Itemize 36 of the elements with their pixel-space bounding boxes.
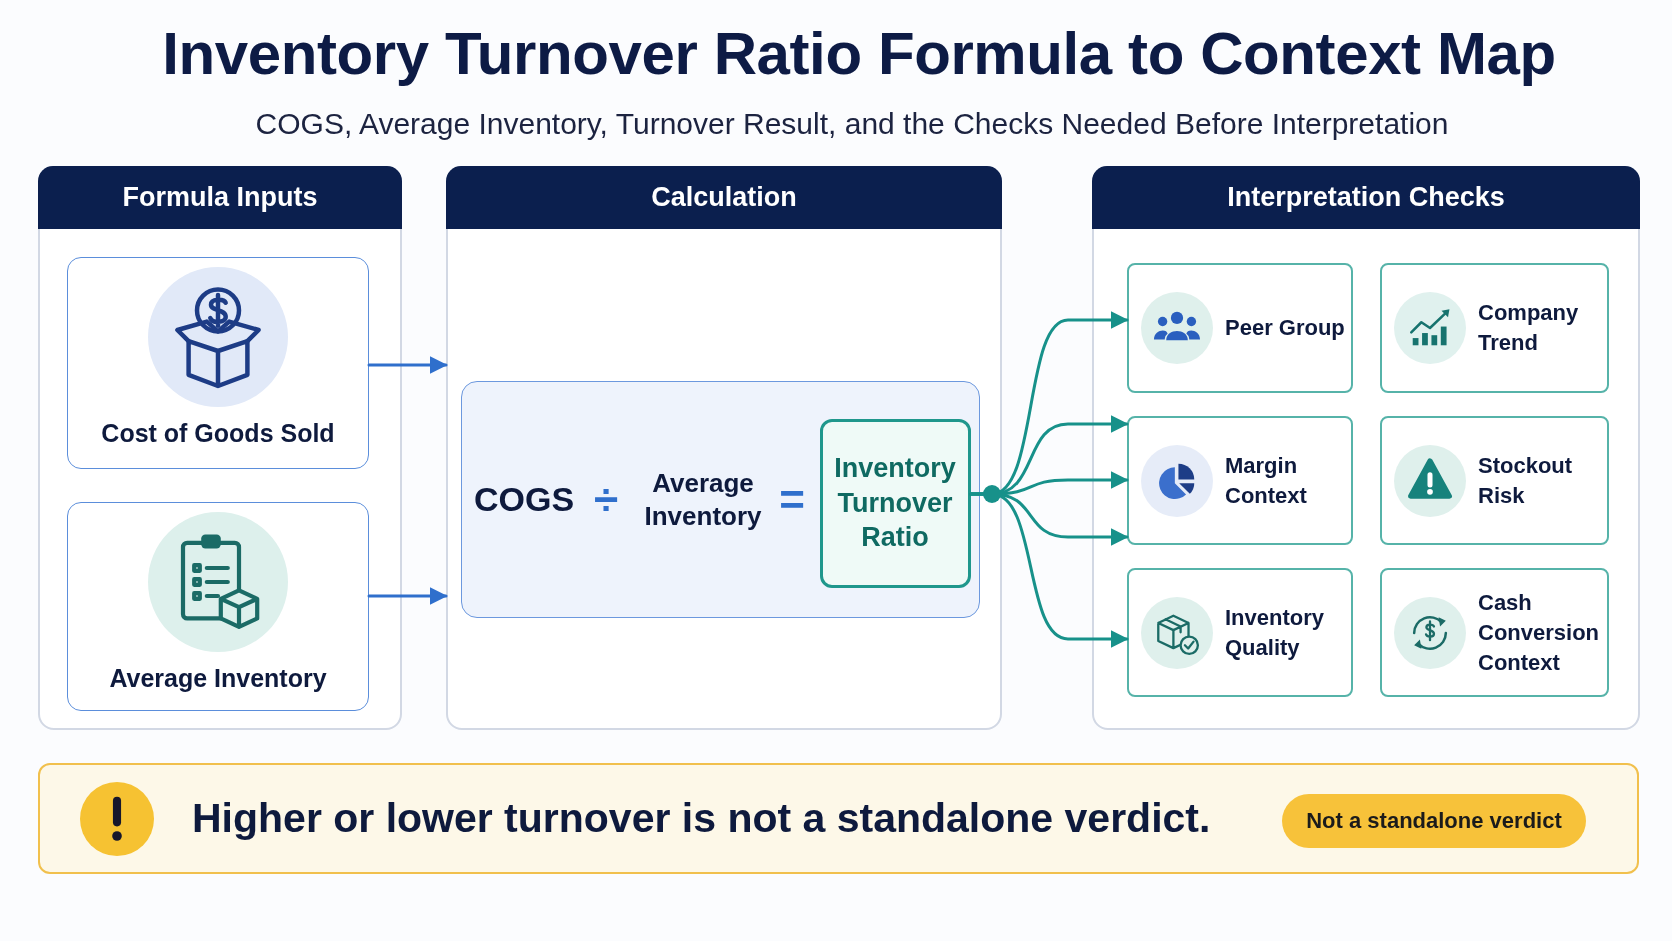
verdict-pill: Not a standalone verdict: [1282, 794, 1586, 848]
formula-term: Average Inventory: [643, 467, 763, 532]
panel: [38, 166, 402, 730]
arrow: [367, 356, 448, 374]
check-card: [1127, 416, 1353, 545]
check-card: [1380, 416, 1609, 545]
card-label: Cost of Goods Sold: [101, 418, 335, 449]
title: Inventory Turnover Ratio Formula to Context Map: [162, 19, 1556, 89]
card-label: Stockout Risk: [1478, 451, 1574, 510]
operator-symbol: =: [778, 477, 806, 522]
card-label: Peer Group: [1225, 314, 1346, 342]
card-label: Cash Conversion Context: [1478, 588, 1601, 677]
panel-header: Formula Inputs: [38, 166, 402, 229]
card-label: Company Trend: [1478, 299, 1580, 357]
card-label: Margin Context: [1225, 451, 1308, 510]
panel: [446, 166, 1002, 730]
warning-banner: [38, 763, 1639, 874]
card-label: Average Inventory: [109, 663, 327, 694]
panel-header: Calculation: [446, 166, 1002, 229]
card-label: Inventory Quality: [1225, 603, 1326, 662]
formula-term: COGS: [474, 479, 576, 521]
subtitle: COGS, Average Inventory, Turnover Result, and the Checks Needed Before Interpretation: [255, 106, 1449, 142]
result-box: Inventory Turnover Ratio: [819, 418, 971, 588]
check-card: [1127, 263, 1353, 393]
formula-box: [461, 381, 980, 618]
input-card: [67, 257, 369, 469]
panel: [1092, 166, 1640, 730]
operator-symbol: ÷: [592, 477, 620, 522]
check-card: [1127, 568, 1353, 697]
arrow: [969, 492, 1129, 648]
check-card: [1380, 568, 1609, 697]
panel-header: Interpretation Checks: [1092, 166, 1640, 229]
input-card: [67, 502, 369, 711]
arrow: [367, 587, 448, 605]
check-card: [1380, 263, 1609, 393]
banner-message: Higher or lower turnover is not a standalone verdict.: [192, 795, 1211, 842]
